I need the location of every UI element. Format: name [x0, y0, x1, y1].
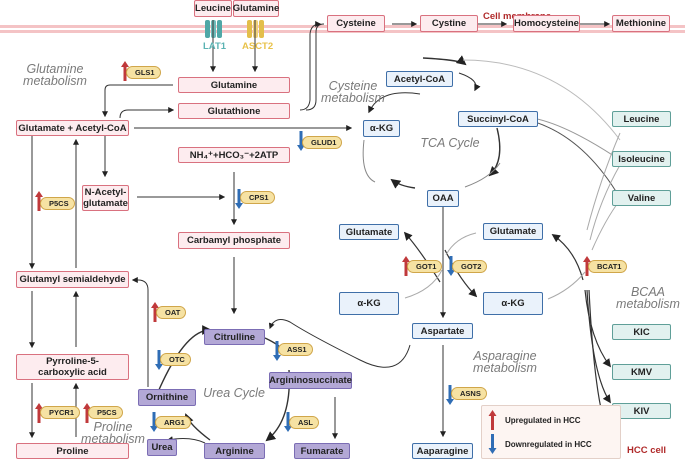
- node-homocysteine: Homocysteine: [513, 15, 580, 32]
- hcc-cell-label: HCC cell: [627, 445, 667, 456]
- node-glutamine: Glutamine: [178, 77, 290, 93]
- arrow-up-icon: [35, 191, 43, 211]
- node-kmv: KMV: [612, 364, 671, 380]
- node-glutamate-left: Glutamate: [339, 224, 399, 240]
- node-glutathione: Glutathione: [178, 103, 290, 119]
- section-bcaa-metabolism: BCAA metabolism: [616, 285, 680, 311]
- section-urea-cycle: Urea Cycle: [203, 386, 265, 400]
- node-akg-right: α-KG: [483, 292, 543, 315]
- arrow-down-icon: [155, 350, 163, 370]
- node-leucine: Leucine: [612, 111, 671, 127]
- node-argininosuccinate: Argininosuccinate: [269, 372, 352, 389]
- node-methionine: Methionine: [612, 15, 670, 32]
- transporter-substrate-glutamine: Glutamine: [233, 0, 279, 17]
- node-n-acetyl-glutamate: N-Acetyl- glutamate: [82, 185, 129, 211]
- node-carbamyl-phosphate: Carbamyl phosphate: [178, 232, 290, 249]
- node-oaa: OAA: [427, 190, 459, 207]
- node-isoleucine: Isoleucine: [612, 151, 671, 167]
- node-succinyl-coa: Succinyl-CoA: [458, 111, 538, 127]
- node-glutamate-right: Glutamate: [483, 223, 543, 240]
- section-glutamine-metabolism: Glutamine metabolism: [23, 62, 87, 88]
- node-akg-left: α-KG: [339, 292, 399, 315]
- node-glutamyl-semialdehyde: Glutamyl semialdehyde: [16, 271, 129, 288]
- arrow-down-icon: [488, 434, 497, 454]
- section-tca-cycle: TCA Cycle: [420, 136, 480, 150]
- node-proline: Proline: [16, 443, 129, 459]
- arrow-up-icon: [488, 410, 497, 430]
- node-arginine: Arginine: [204, 443, 265, 459]
- section-asparagine-metabolism: Asparagine metabolism: [473, 349, 537, 375]
- node-kic: KIC: [612, 324, 671, 340]
- node-valine: Valine: [612, 190, 671, 206]
- node-fumarate: Fumarate: [294, 443, 350, 459]
- node-glutamate-acetylcoa: Glutamate + Acetyl-CoA: [16, 120, 129, 136]
- legend-down-label: Downregulated in HCC: [505, 439, 592, 449]
- arrow-down-icon: [273, 341, 281, 361]
- node-cysteine: Cysteine: [327, 15, 385, 32]
- legend-down: Downregulated in HCC: [488, 434, 592, 454]
- legend-up: Upregulated in HCC: [488, 410, 581, 430]
- node-cystine: Cystine: [420, 15, 478, 32]
- asct2-transporter-icon: [247, 20, 264, 38]
- node-ornithine: Ornithine: [138, 389, 196, 406]
- node-asparagine: Aaparagine: [412, 443, 473, 459]
- asct2-label: ASCT2: [242, 41, 274, 52]
- node-aspartate: Aspartate: [412, 323, 473, 339]
- legend: Upregulated in HCC Downregulated in HCC: [481, 405, 621, 459]
- legend-up-label: Upregulated in HCC: [505, 415, 581, 425]
- node-akg-tca: α-KG: [363, 120, 400, 137]
- section-cysteine-metabolism: Cysteine metabolism: [321, 79, 385, 105]
- arrow-down-icon: [446, 385, 454, 405]
- node-urea: Urea: [147, 439, 177, 456]
- node-citrulline: Citrulline: [204, 329, 265, 345]
- node-acetyl-coa: Acetyl-CoA: [386, 71, 453, 87]
- node-kiv: KIV: [612, 403, 671, 419]
- lat1-label: LAT1: [203, 41, 227, 52]
- transporter-substrate-leucine: Leucine: [194, 0, 232, 17]
- node-nh4-hco3-atp: NH₄⁺+HCO₃⁻+2ATP: [178, 147, 290, 163]
- node-pyrroline-5-carboxylic-acid: Pyrroline-5- carboxylic acid: [16, 354, 129, 380]
- section-proline-metabolism: Proline metabolism: [81, 420, 145, 446]
- arrow-up-icon: [121, 61, 129, 81]
- arrow-down-icon: [235, 189, 243, 209]
